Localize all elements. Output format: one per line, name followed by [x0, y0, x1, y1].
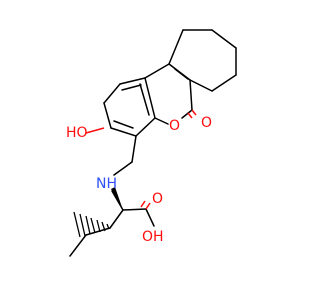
lactone-carbonyl — [187, 109, 197, 119]
bond — [69, 234, 87, 257]
bond — [144, 77, 156, 119]
hydroxyl-bond — [85, 127, 105, 134]
bond — [135, 117, 156, 137]
bond-inner — [113, 120, 134, 129]
acid-hydroxyl-label: OH — [142, 229, 164, 245]
bond — [144, 63, 170, 79]
hash-bond — [73, 211, 110, 238]
bond — [113, 161, 133, 176]
acid-carbonyl-oxygen-label: O — [152, 191, 163, 207]
bond-inner — [139, 83, 150, 116]
bond — [110, 127, 137, 137]
amine-label: NH — [96, 176, 117, 192]
bond — [181, 109, 193, 119]
bond — [109, 209, 124, 229]
acid-carbonyl — [140, 200, 151, 210]
bond — [211, 29, 237, 49]
bond-inner — [121, 84, 142, 91]
bonds — [69, 29, 237, 257]
bond — [103, 102, 112, 129]
bond — [111, 190, 124, 211]
structure-canvas: HO O O NH O OH — [66, 29, 237, 257]
bond — [122, 208, 147, 211]
bond — [189, 79, 193, 111]
bond-inner — [174, 68, 189, 80]
bond — [211, 74, 237, 92]
bond — [189, 79, 213, 92]
wedge-bond — [111, 187, 123, 210]
bond — [131, 135, 137, 163]
hydroxyl-label: HO — [66, 125, 88, 141]
bond — [103, 83, 121, 104]
carbonyl-oxygen-label: O — [201, 115, 212, 131]
bond — [145, 208, 155, 227]
bond — [168, 29, 184, 65]
molecule-drawing: HO O O NH O OH — [66, 29, 237, 257]
ring-oxygen-label: O — [169, 118, 180, 134]
bond — [119, 77, 146, 85]
bond — [154, 117, 169, 125]
